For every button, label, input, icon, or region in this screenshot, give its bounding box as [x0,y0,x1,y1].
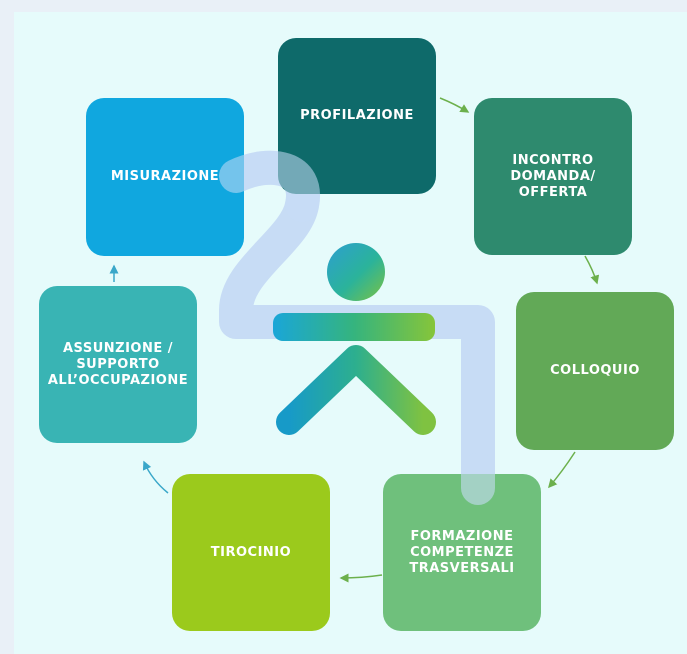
node-assunzione-supporto: ASSUNZIONE / SUPPORTO ALL’OCCUPAZIONE [39,286,197,443]
node-label: PROFILAZIONE [300,108,414,123]
node-colloquio: COLLOQUIO [516,292,674,450]
edge-profilazione-incontro [439,97,470,113]
person-at-desk-icon [273,243,436,435]
edge-formazione-tirocinio [339,573,383,583]
node-label: TIROCINIO [210,544,292,560]
node-label: COLLOQUIO [550,363,640,378]
edge-tirocinio-assunzione [142,460,169,494]
edge-colloquio-formazione [548,451,576,489]
node-label: ASSUNZIONE / SUPPORTO ALL’OCCUPAZIONE [47,340,189,388]
node-tirocinio: TIROCINIO [172,474,330,631]
node-incontro-domanda-offerta: INCONTRO DOMANDA/ OFFERTA [474,98,632,255]
node-misurazione: MISURAZIONE [86,98,244,256]
node-formazione-competenze-trasversali: FORMAZIONE COMPETENZE TRASVERSALI [383,474,541,631]
node-label: MISURAZIONE [110,169,220,184]
node-profilazione: PROFILAZIONE [278,38,436,194]
node-label: FORMAZIONE COMPETENZE TRASVERSALI [409,528,515,576]
node-label: INCONTRO DOMANDA/ OFFERTA [510,152,596,200]
edge-incontro-colloquio [584,255,600,285]
